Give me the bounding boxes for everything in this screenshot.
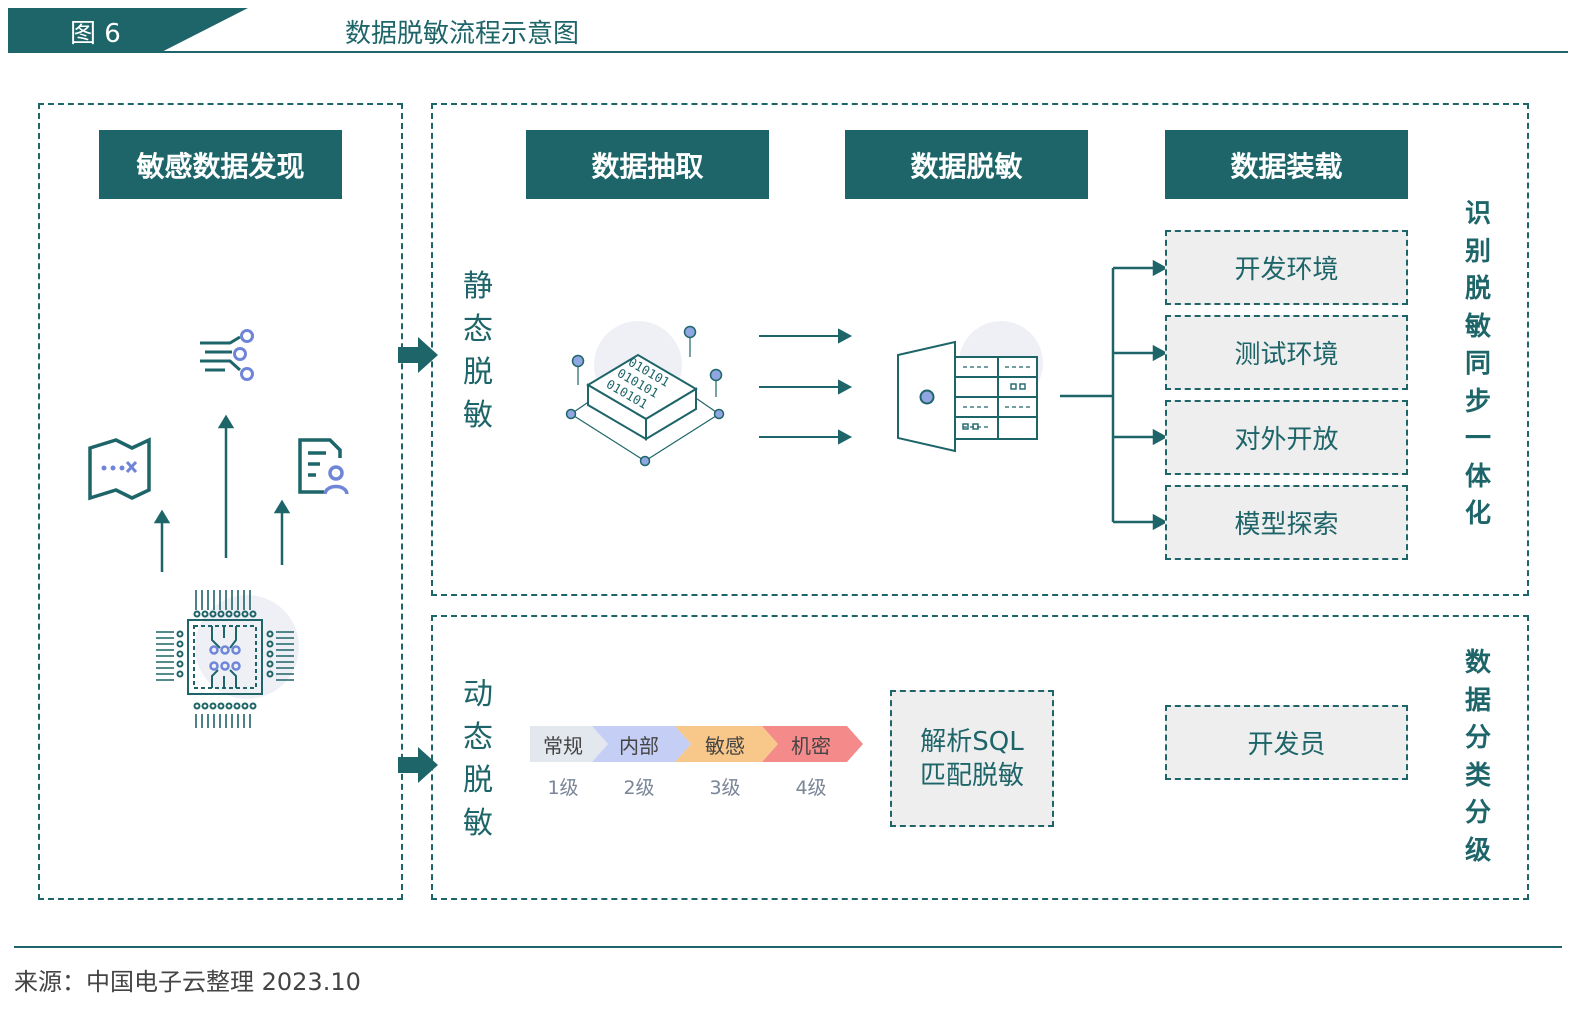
target-dev-env: 开发环境 [1165, 230, 1408, 305]
data-block-icon: 010101 010101 010101 [565, 321, 725, 467]
sensitivity-level-bar [530, 726, 863, 762]
step-load: 数据装载 [1165, 130, 1408, 199]
footer-rule [14, 946, 1562, 948]
figure-tag: 图 6 [70, 19, 121, 49]
level-2-grade: 2级 [623, 777, 655, 799]
map-icon [88, 437, 151, 501]
level-3-name: 敏感 [705, 734, 745, 758]
level-3-chevron [675, 726, 778, 762]
header-rule [8, 51, 1568, 53]
level-2-name: 内部 [619, 734, 659, 758]
flow-arrows [759, 328, 853, 445]
target-model-exploration: 模型探索 [1165, 485, 1408, 560]
target-open-access: 对外开放 [1165, 400, 1408, 475]
static-side-label: 识 别 脱 敏 同 步 一 体 化 [1464, 199, 1491, 529]
sql-parse-engine: 解析SQL 匹配脱敏 [890, 690, 1054, 827]
discovery-panel [38, 103, 403, 900]
level-1-name: 常规 [543, 734, 583, 758]
level-4-grade: 4级 [795, 777, 827, 799]
network-icon [200, 329, 254, 381]
distribution-lines [1060, 259, 1168, 531]
level-1-chevron [530, 726, 608, 762]
level-2-chevron [592, 726, 691, 762]
engine-line-2: 匹配脱敏 [919, 760, 1024, 791]
engine-line-1: 解析SQL [920, 726, 1024, 757]
dynamic-masking-label: 动 态 脱 敏 [463, 677, 493, 841]
level-4-chevron [762, 726, 863, 762]
target-developer: 开发员 [1165, 705, 1408, 780]
dynamic-side-label: 数 据 分 类 分 级 [1464, 648, 1491, 866]
discovery-title: 敏感数据发现 [99, 130, 342, 199]
arrow-to-dynamic [398, 747, 438, 783]
level-3-grade: 3级 [709, 777, 741, 799]
figure-title: 数据脱敏流程示意图 [345, 19, 580, 49]
figure-tag-background [8, 8, 248, 52]
step-mask: 数据脱敏 [845, 130, 1088, 199]
level-1-grade: 1级 [547, 777, 579, 799]
processor-chip-icon [156, 590, 294, 728]
server-icon [897, 321, 1043, 453]
upward-arrows [153, 414, 291, 572]
dynamic-masking-panel [431, 615, 1529, 900]
arrow-to-static [398, 337, 438, 373]
source-note: 来源：中国电子云整理 2023.10 [14, 968, 361, 996]
target-test-env: 测试环境 [1165, 315, 1408, 390]
step-extract: 数据抽取 [526, 130, 769, 199]
static-masking-label: 静 态 脱 敏 [463, 269, 493, 433]
static-masking-panel [431, 103, 1529, 596]
level-4-name: 机密 [791, 734, 831, 758]
document-user-icon [298, 438, 349, 495]
discovery-illustration [88, 329, 349, 728]
